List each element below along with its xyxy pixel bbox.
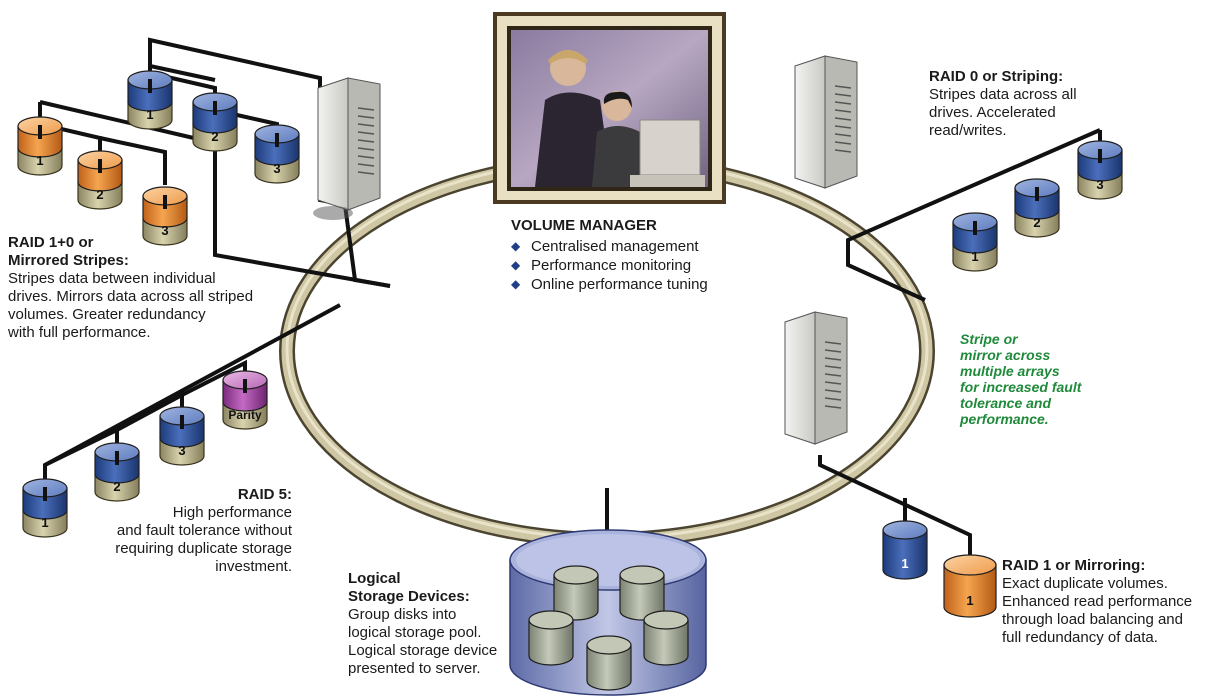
stripe-note-line: multiple arrays	[960, 363, 1060, 379]
raid10-blue-disk: 1	[127, 70, 173, 130]
raid10-line: with full performance.	[8, 324, 151, 341]
raid1-disk: 1	[882, 520, 928, 580]
raid10-orange-disk: 2	[77, 150, 123, 210]
raid5-line: and fault tolerance without	[116, 522, 292, 539]
disk-label: 2	[1033, 215, 1040, 230]
raid10-blue-disk: 3	[254, 124, 300, 184]
volume-manager-item: Centralised management	[511, 237, 708, 256]
raid1-line: through load balancing and	[1002, 611, 1183, 628]
logical-title: Storage Devices:	[348, 588, 470, 605]
disk-label: 2	[113, 479, 120, 494]
disk-label: 2	[211, 129, 218, 144]
raid10-title: RAID 1+0 or	[8, 234, 94, 251]
disk-label: 1	[146, 107, 153, 122]
raid1-line: full redundancy of data.	[1002, 629, 1158, 646]
disk-label: 3	[273, 161, 280, 176]
logical-line: presented to server.	[348, 660, 481, 677]
disk-label: 1	[36, 153, 43, 168]
volume-manager-list: Centralised management Performance monit…	[511, 237, 708, 294]
raid0-disk: 2	[1014, 178, 1060, 238]
pool-disk	[528, 610, 574, 666]
disk-label: 1	[41, 515, 48, 530]
raid5-line: High performance	[172, 504, 292, 521]
raid1-line: Exact duplicate volumes.	[1002, 575, 1168, 592]
logical-line: Group disks into	[348, 606, 457, 623]
raid5-line: requiring duplicate storage	[115, 540, 292, 557]
raid10-line: Stripes data between individual	[8, 270, 216, 287]
raid0-disk: 3	[1077, 140, 1123, 200]
server-left	[313, 77, 381, 220]
pool-disk	[643, 610, 689, 666]
volume-manager-photo	[493, 12, 726, 204]
raid5-line: investment.	[215, 558, 292, 575]
pool-disks	[528, 565, 689, 691]
raid5-disk: 3	[159, 406, 205, 466]
pool-disk	[586, 635, 632, 691]
stripe-note-line: Stripe or	[960, 331, 1018, 347]
volume-manager-item: Online performance tuning	[511, 275, 708, 294]
disk-label: 3	[1096, 177, 1103, 192]
raid5-title: RAID 5:	[237, 486, 292, 503]
stripe-note-line: for increased fault	[960, 379, 1082, 395]
raid10-line: drives. Mirrors data across all striped	[8, 288, 254, 305]
disk-label: 1	[966, 593, 973, 608]
stripe-note-line: performance.	[960, 411, 1049, 427]
volume-manager-title: VOLUME MANAGER	[511, 217, 657, 234]
raid10-orange-disk: 1	[17, 116, 63, 176]
person-right-silhouette	[592, 91, 645, 187]
raid0-label: RAID 0 or Striping: Stripes data across …	[929, 68, 1077, 140]
raid5-disk: 2	[94, 442, 140, 502]
disk-label: 3	[161, 223, 168, 238]
raid10-line: volumes. Greater redundancy	[8, 306, 206, 323]
server-bottom-right	[784, 311, 848, 445]
disk-label: 3	[178, 443, 185, 458]
raid0-disk: 1	[952, 212, 998, 272]
raid10-orange-disk: 3	[142, 186, 188, 246]
logical-line: logical storage pool.	[348, 624, 482, 641]
raid1-title: RAID 1 or Mirroring:	[1002, 557, 1146, 574]
stripe-note: Stripe or mirror across multiple arrays …	[960, 331, 1140, 427]
disk-label: 1	[901, 556, 908, 571]
raid10-title: Mirrored Stripes:	[8, 252, 129, 269]
disk-label: Parity	[228, 408, 262, 422]
raid10-label: RAID 1+0 or Mirrored Stripes: Stripes da…	[8, 234, 253, 342]
logical-label: Logical Storage Devices: Group disks int…	[348, 570, 497, 678]
raid1-label: RAID 1 or Mirroring: Exact duplicate vol…	[1002, 557, 1192, 647]
raid10-blue-disk: 2	[192, 92, 238, 152]
logical-title: Logical	[348, 570, 401, 587]
disk-label: 1	[971, 249, 978, 264]
pool-disk	[553, 565, 599, 621]
person-left-silhouette	[535, 50, 612, 187]
stripe-note-line: mirror across	[960, 347, 1051, 363]
raid1-line: Enhanced read performance	[1002, 593, 1193, 610]
raid0-title: RAID 0 or Striping:	[929, 68, 1064, 85]
stripe-note-line: tolerance and	[960, 395, 1052, 411]
raid0-line: drives. Accelerated	[929, 104, 1056, 121]
raid5-parity-disk: Parity	[222, 370, 268, 430]
raid5-disk: 1	[22, 478, 68, 538]
raid0-line: read/writes.	[929, 122, 1007, 139]
monitor-silhouette	[630, 119, 705, 187]
logical-line: Logical storage device	[348, 642, 498, 659]
raid5-label: RAID 5: High performance and fault toler…	[60, 486, 292, 576]
volume-manager-item: Performance monitoring	[511, 256, 708, 275]
disk-label: 2	[96, 187, 103, 202]
raid0-line: Stripes data across all	[929, 86, 1077, 103]
raid1-disk: 1	[943, 554, 997, 618]
server-right	[794, 55, 858, 189]
